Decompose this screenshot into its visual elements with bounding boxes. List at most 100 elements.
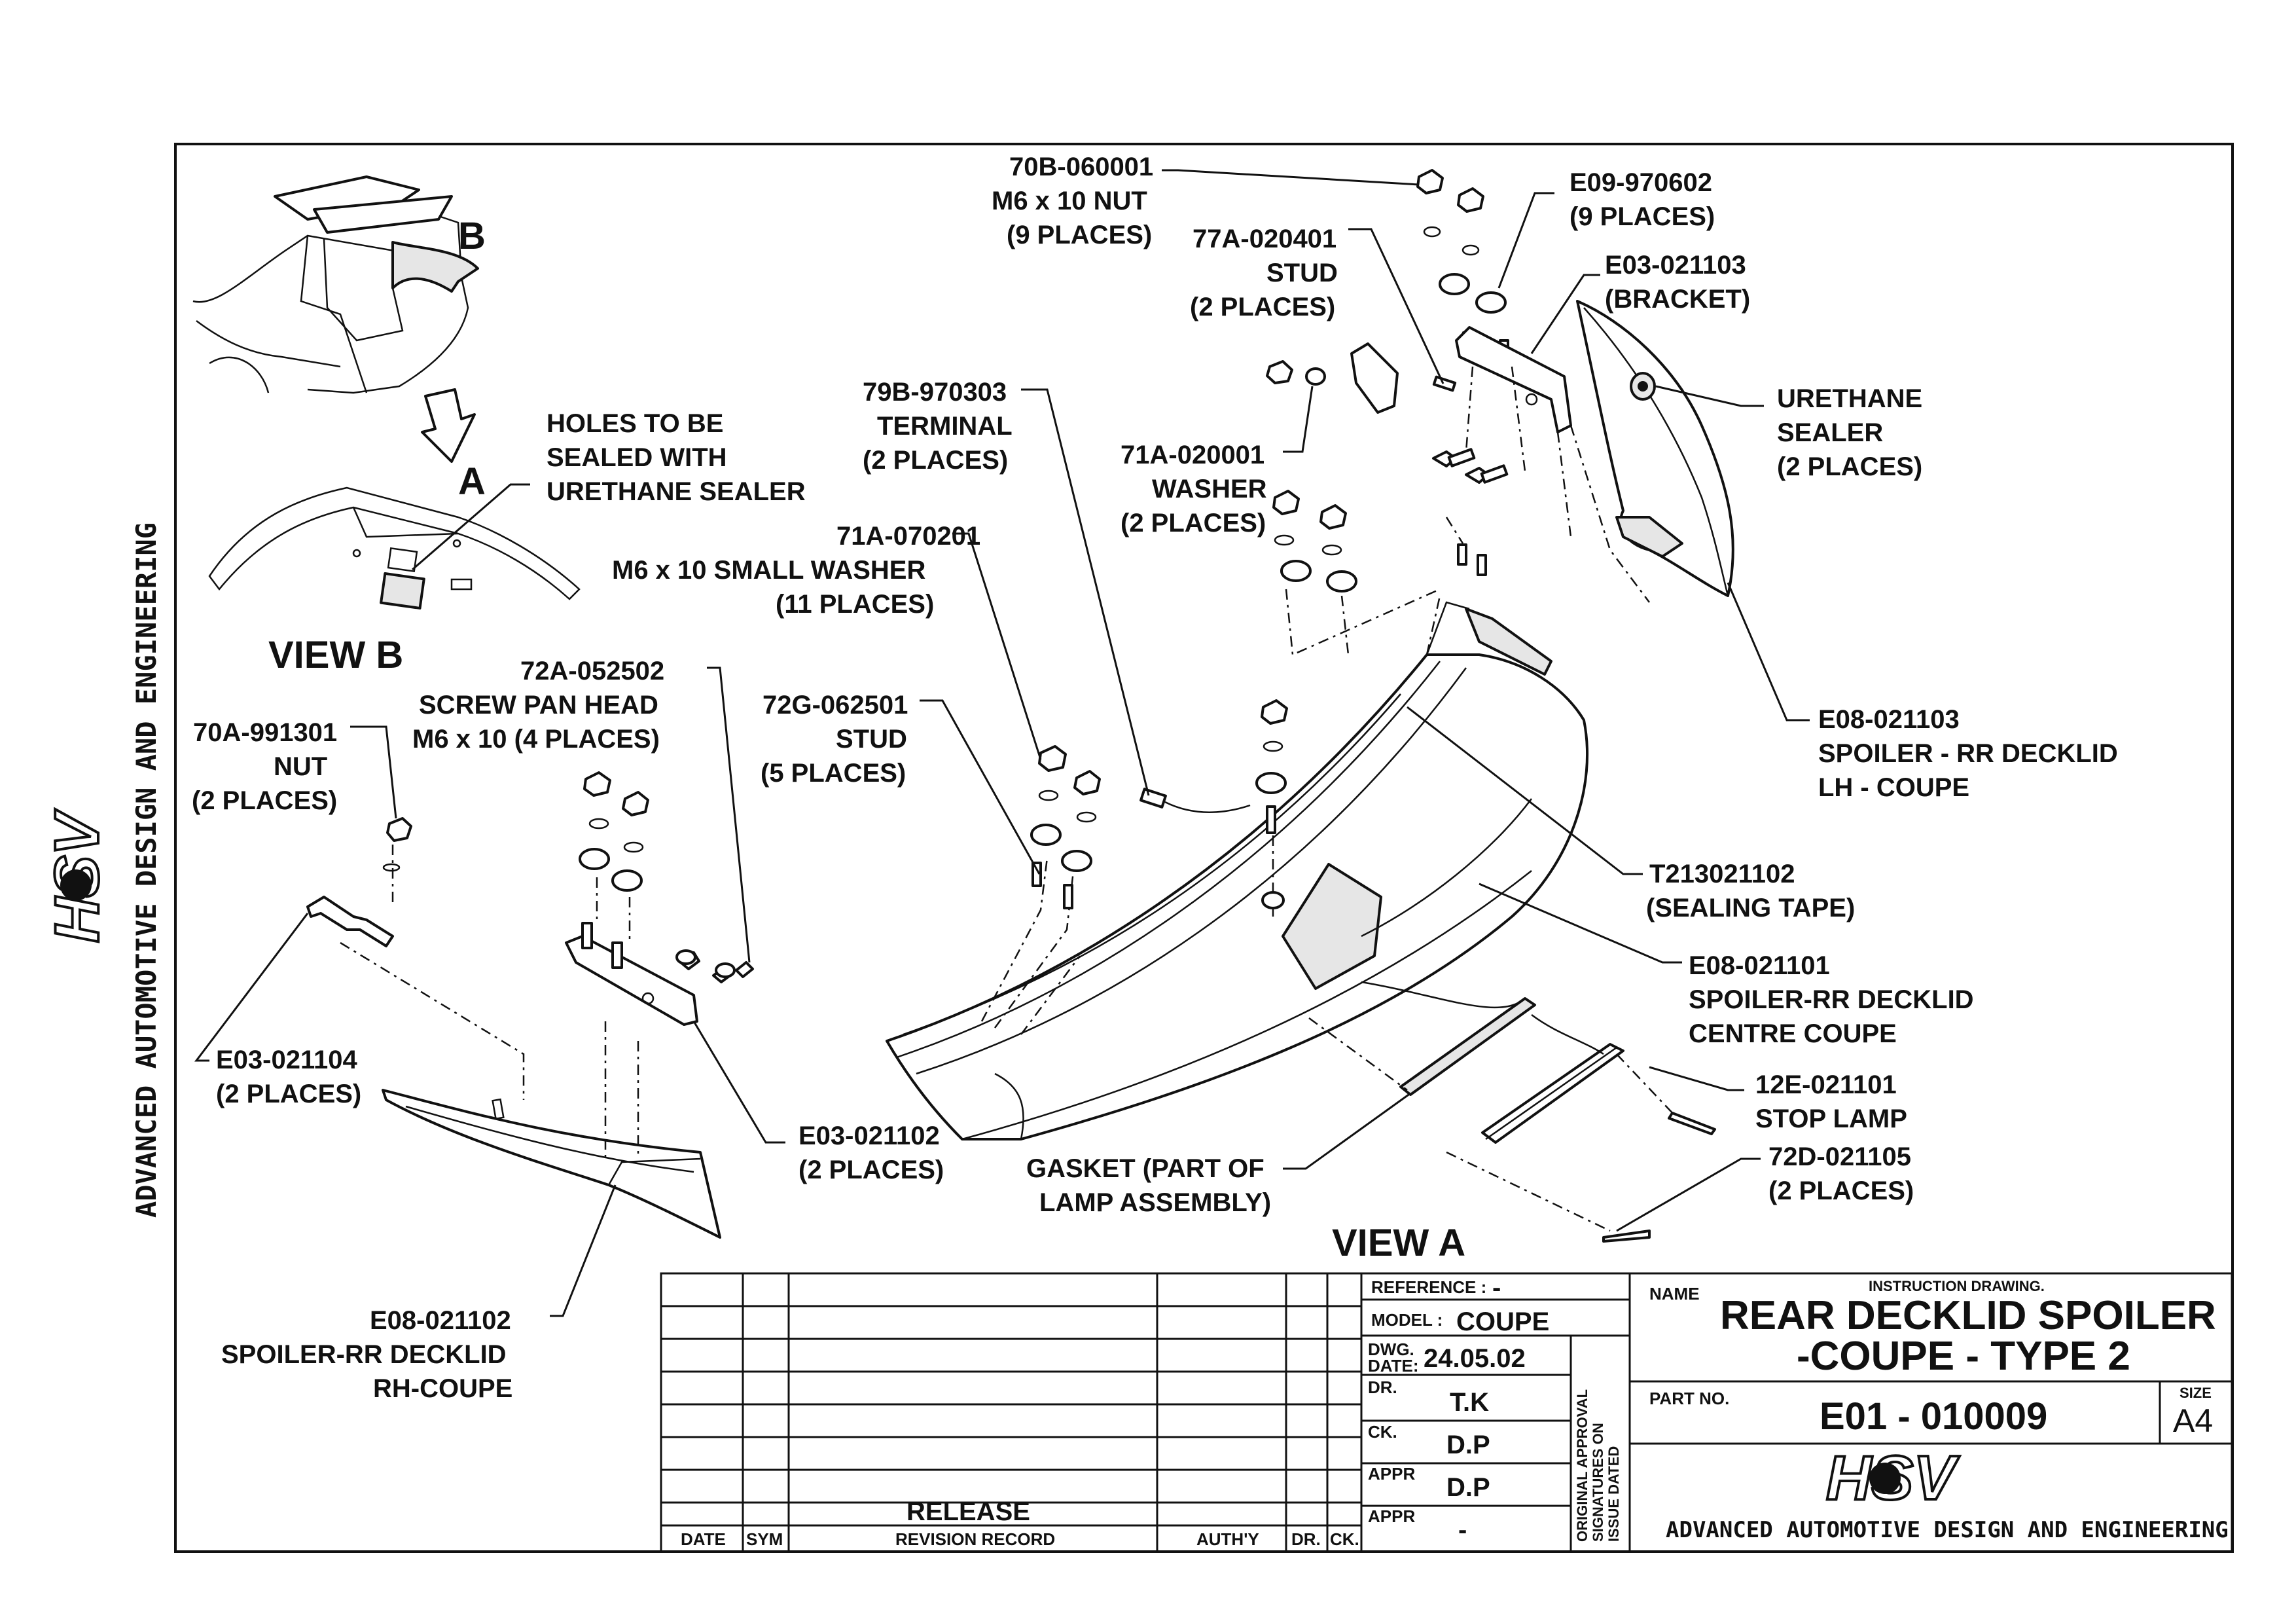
callout-holes-2: SEALED WITH — [547, 443, 727, 472]
callout-72g-2: STUD — [836, 725, 907, 754]
callout-e03-21102-2: (2 PLACES) — [798, 1156, 944, 1184]
callout-urethane-2: SEALER — [1777, 418, 1883, 447]
title-logo: HSV — [1825, 1442, 1961, 1514]
part-no-value: E01 - 010009 — [1820, 1395, 2047, 1438]
side-brand: ADVANCED AUTOMOTIVE DESIGN AND ENGINEERI… — [41, 522, 162, 1218]
rev-header-auth: AUTH'Y — [1196, 1529, 1259, 1549]
lh-spoiler-end — [1576, 300, 1734, 597]
appr2-label: APPR — [1368, 1506, 1415, 1526]
callout-e03-21104-2: (2 PLACES) — [216, 1080, 361, 1108]
ck-value: D.P — [1446, 1431, 1490, 1459]
callout-centre-1: E08-021101 — [1689, 951, 1830, 980]
dr-label: DR. — [1368, 1377, 1397, 1397]
view-b-decklid — [208, 486, 581, 610]
callout-e03-21103-2: (BRACKET) — [1605, 285, 1750, 314]
appr-label: APPR — [1368, 1464, 1415, 1484]
callout-rh-3: RH-COUPE — [373, 1374, 512, 1403]
callout-lh-2: SPOILER - RR DECKLID — [1818, 739, 2118, 768]
callout-70b-1: 70B-060001 — [1009, 153, 1153, 181]
callout-rh-2: SPOILER-RR DECKLID — [221, 1340, 507, 1369]
side-tagline: ADVANCED AUTOMOTIVE DESIGN AND ENGINEERI… — [130, 522, 162, 1218]
callout-71a-1: 71A-020001 — [1121, 441, 1265, 469]
callout-urethane-1: URETHANE — [1777, 384, 1922, 413]
approval-note-3: ISSUE DATED — [1605, 1446, 1622, 1542]
dwg-label-2: DATE: — [1368, 1356, 1419, 1376]
callout-centre-2: SPOILER-RR DECKLID — [1689, 985, 1974, 1014]
clip-71a — [1266, 342, 1457, 414]
callout-72g-1: 72G-062501 — [762, 691, 908, 720]
callout-70b-3: (9 PLACES) — [1007, 221, 1152, 249]
drawing-title-1: REAR DECKLID SPOILER — [1720, 1293, 2216, 1338]
approval-note-1: ORIGINAL APPROVAL — [1574, 1389, 1590, 1542]
callout-smallwasher-1: 71A-070201 — [836, 522, 980, 551]
bracket-screws — [1432, 448, 1509, 484]
callout-holes-3: URETHANE SEALER — [547, 477, 806, 506]
approval-note: ORIGINAL APPROVAL SIGNATURES ON ISSUE DA… — [1574, 1389, 1622, 1542]
callout-terminal-1: 79B-970303 — [863, 378, 1007, 407]
callout-smallwasher-3: (11 PLACES) — [776, 590, 934, 619]
size-value: A4 — [2173, 1402, 2213, 1439]
dr-value: T.K — [1450, 1388, 1489, 1417]
arrow-a-icon — [421, 388, 476, 463]
callout-nut70a-1: 70A-991301 — [193, 718, 337, 747]
side-logo-text: HSV — [42, 809, 112, 943]
centre-stack-left — [1030, 745, 1101, 909]
centre-spoiler — [886, 601, 1589, 1140]
callout-urethane-3: (2 PLACES) — [1777, 452, 1922, 481]
car-rear-sketch — [192, 175, 479, 394]
drawing-title-2: -COUPE - TYPE 2 — [1797, 1334, 2130, 1379]
arrow-a-label: A — [458, 460, 486, 503]
callout-gasket-1: GASKET (PART OF — [1026, 1154, 1265, 1183]
centre-stack-right — [1272, 490, 1487, 593]
stop-lamp — [1361, 981, 1716, 1243]
rev-header-sym: SYM — [746, 1529, 783, 1549]
reference-label: REFERENCE : — [1371, 1277, 1486, 1297]
nut-stack-top — [1416, 169, 1509, 361]
callout-tape-2: (SEALING TAPE) — [1646, 894, 1855, 922]
name-label: NAME — [1649, 1284, 1700, 1304]
rh-spoiler-end — [382, 1089, 721, 1239]
side-logo: HSV — [41, 808, 113, 944]
model-value: COUPE — [1456, 1307, 1549, 1336]
callout-77a-3: (2 PLACES) — [1190, 293, 1335, 321]
callout-nut70a-3: (2 PLACES) — [192, 786, 337, 815]
callout-tape-1: T213021102 — [1649, 860, 1795, 888]
callout-lamp-2: STOP LAMP — [1755, 1104, 1907, 1133]
callout-71a-2: WASHER — [1152, 475, 1267, 503]
release-text: RELEASE — [906, 1497, 1030, 1526]
part-no-label: PART NO. — [1649, 1389, 1729, 1408]
rev-header-dr: DR. — [1291, 1529, 1321, 1549]
appr-value: D.P — [1446, 1473, 1490, 1502]
rev-header-date: DATE — [681, 1529, 726, 1549]
callout-lamp-1: 12E-021101 — [1755, 1070, 1897, 1099]
e03-021103-bracket — [1455, 326, 1572, 433]
dwg-label-1: DWG. — [1368, 1340, 1414, 1359]
callout-70b-2: M6 x 10 NUT — [992, 187, 1147, 215]
appr2-value: - — [1458, 1516, 1467, 1544]
nut-70a-icon — [382, 817, 412, 872]
callout-72d-1: 72D-021105 — [1768, 1142, 1911, 1171]
callout-terminal-3: (2 PLACES) — [863, 446, 1008, 475]
rev-header-ck: CK. — [1330, 1529, 1359, 1549]
size-label: SIZE — [2179, 1385, 2212, 1401]
title-block — [660, 1272, 2233, 1553]
dwg-date-value: 24.05.02 — [1424, 1344, 1526, 1373]
ck-label: CK. — [1368, 1422, 1397, 1442]
view-a-title: VIEW A — [1332, 1222, 1465, 1264]
title-lion-icon — [1869, 1463, 1901, 1494]
callout-e03-21103-1: E03-021103 — [1605, 251, 1746, 280]
callout-72g-3: (5 PLACES) — [761, 759, 906, 788]
callout-lh-3: LH - COUPE — [1818, 773, 1969, 802]
title-tagline: ADVANCED AUTOMOTIVE DESIGN AND ENGINEERI… — [1666, 1517, 2229, 1543]
callout-77a-2: STUD — [1266, 259, 1338, 287]
view-b-title: VIEW B — [268, 634, 403, 676]
callout-lh-1: E08-021103 — [1818, 705, 1960, 734]
callout-e03-21104-1: E03-021104 — [216, 1046, 358, 1074]
approval-note-2: SIGNATURES ON — [1590, 1423, 1606, 1542]
centre-stack-middle — [1255, 699, 1288, 909]
rev-header-record: REVISION RECORD — [895, 1529, 1055, 1549]
screw-stack-icon — [579, 771, 754, 983]
callout-e09-2: (9 PLACES) — [1570, 202, 1715, 231]
callout-smallwasher-2: M6 x 10 SMALL WASHER — [612, 556, 925, 585]
e03-021104-bracket — [306, 896, 394, 947]
